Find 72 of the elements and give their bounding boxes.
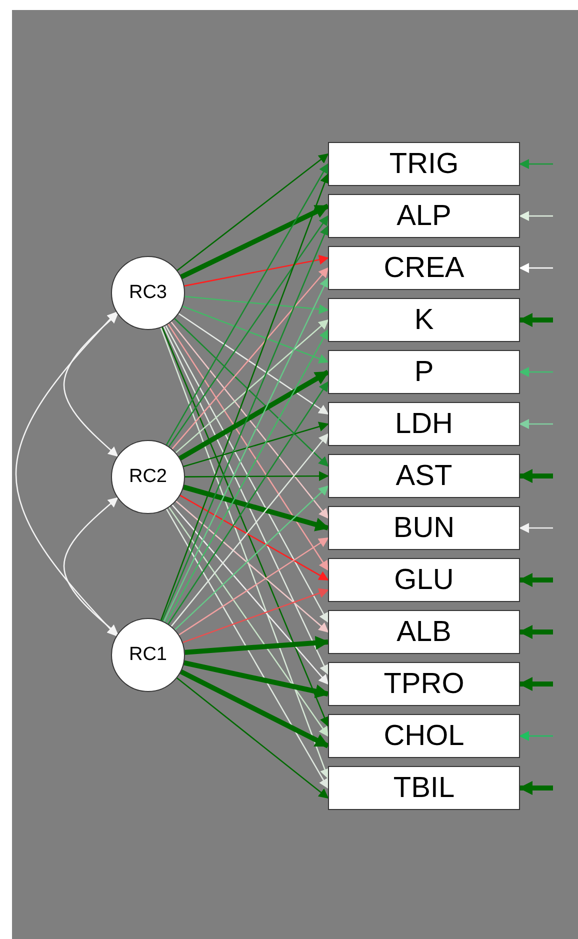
variable-box bbox=[328, 350, 520, 394]
residual-arrow bbox=[519, 159, 553, 169]
variable-box bbox=[328, 454, 520, 498]
node-label: TRIG bbox=[389, 148, 459, 180]
residual-arrow bbox=[518, 677, 553, 691]
node-label: P bbox=[414, 356, 434, 388]
node-label: ALP bbox=[396, 200, 452, 232]
node-label: TBIL bbox=[393, 772, 455, 804]
node-label: TPRO bbox=[384, 668, 464, 700]
loading-arrow bbox=[185, 471, 329, 482]
loading-arrow bbox=[168, 381, 329, 624]
node-label: RC1 bbox=[128, 644, 167, 666]
variable-box bbox=[328, 766, 520, 810]
variable-box bbox=[328, 506, 520, 550]
variable-box bbox=[328, 298, 520, 342]
residual-arrow bbox=[518, 781, 553, 795]
loading-arrow bbox=[184, 296, 329, 314]
loading-arrow bbox=[166, 163, 329, 446]
loading-arrow bbox=[182, 484, 330, 532]
residual-arrow bbox=[519, 263, 553, 273]
node-label: ALB bbox=[396, 616, 452, 648]
residual-arrow bbox=[518, 625, 553, 639]
loading-arrow bbox=[180, 204, 330, 280]
loading-arrow bbox=[168, 507, 329, 737]
loading-arrow bbox=[178, 537, 329, 636]
loading-arrow bbox=[176, 678, 329, 799]
variable-box bbox=[328, 194, 520, 238]
node-label: AST bbox=[396, 460, 452, 492]
loading-arrow bbox=[184, 254, 329, 287]
variable-box bbox=[328, 246, 520, 290]
variable-box bbox=[328, 610, 520, 654]
loading-arrow bbox=[184, 636, 330, 655]
node-label: LDH bbox=[394, 408, 453, 440]
loading-arrow bbox=[168, 324, 329, 571]
node-label: RC3 bbox=[128, 282, 167, 304]
loading-arrow bbox=[184, 660, 330, 698]
node-label: K bbox=[414, 304, 434, 336]
loading-arrow bbox=[182, 306, 329, 364]
loading-arrow bbox=[170, 433, 329, 627]
loading-arrow bbox=[172, 504, 329, 685]
residual-arrow bbox=[519, 211, 553, 221]
node-label: GLU bbox=[394, 564, 454, 596]
loading-arrow bbox=[178, 370, 330, 461]
variable-box bbox=[328, 142, 520, 186]
loading-arrow bbox=[180, 669, 330, 748]
covariance-arrow bbox=[15, 312, 118, 636]
covariance-arrow bbox=[63, 313, 118, 457]
residual-arrow bbox=[519, 419, 553, 429]
residual-arrow bbox=[518, 573, 553, 587]
node-label: CHOL bbox=[384, 720, 464, 752]
loading-arrow bbox=[182, 588, 329, 644]
residual-arrow bbox=[519, 731, 553, 741]
node-label: CREA bbox=[384, 252, 464, 284]
loading-arrow bbox=[180, 494, 329, 581]
variable-box bbox=[328, 714, 520, 758]
node-label: BUN bbox=[393, 512, 455, 544]
variable-box bbox=[328, 662, 520, 706]
loading-arrow bbox=[172, 267, 329, 450]
residual-arrow bbox=[518, 469, 553, 483]
loading-arrow bbox=[166, 508, 329, 789]
loading-arrow bbox=[170, 321, 329, 519]
residual-arrow bbox=[519, 367, 553, 377]
variable-box bbox=[328, 558, 520, 602]
residual-arrow bbox=[519, 523, 553, 533]
node-label: RC2 bbox=[128, 466, 167, 488]
variable-box bbox=[328, 402, 520, 446]
residual-arrow bbox=[518, 313, 553, 327]
loading-arrow bbox=[176, 153, 329, 271]
loading-arrow bbox=[168, 215, 329, 447]
loading-arrow bbox=[183, 422, 329, 468]
loading-arrow bbox=[178, 313, 329, 415]
covariance-arrow bbox=[63, 497, 118, 635]
